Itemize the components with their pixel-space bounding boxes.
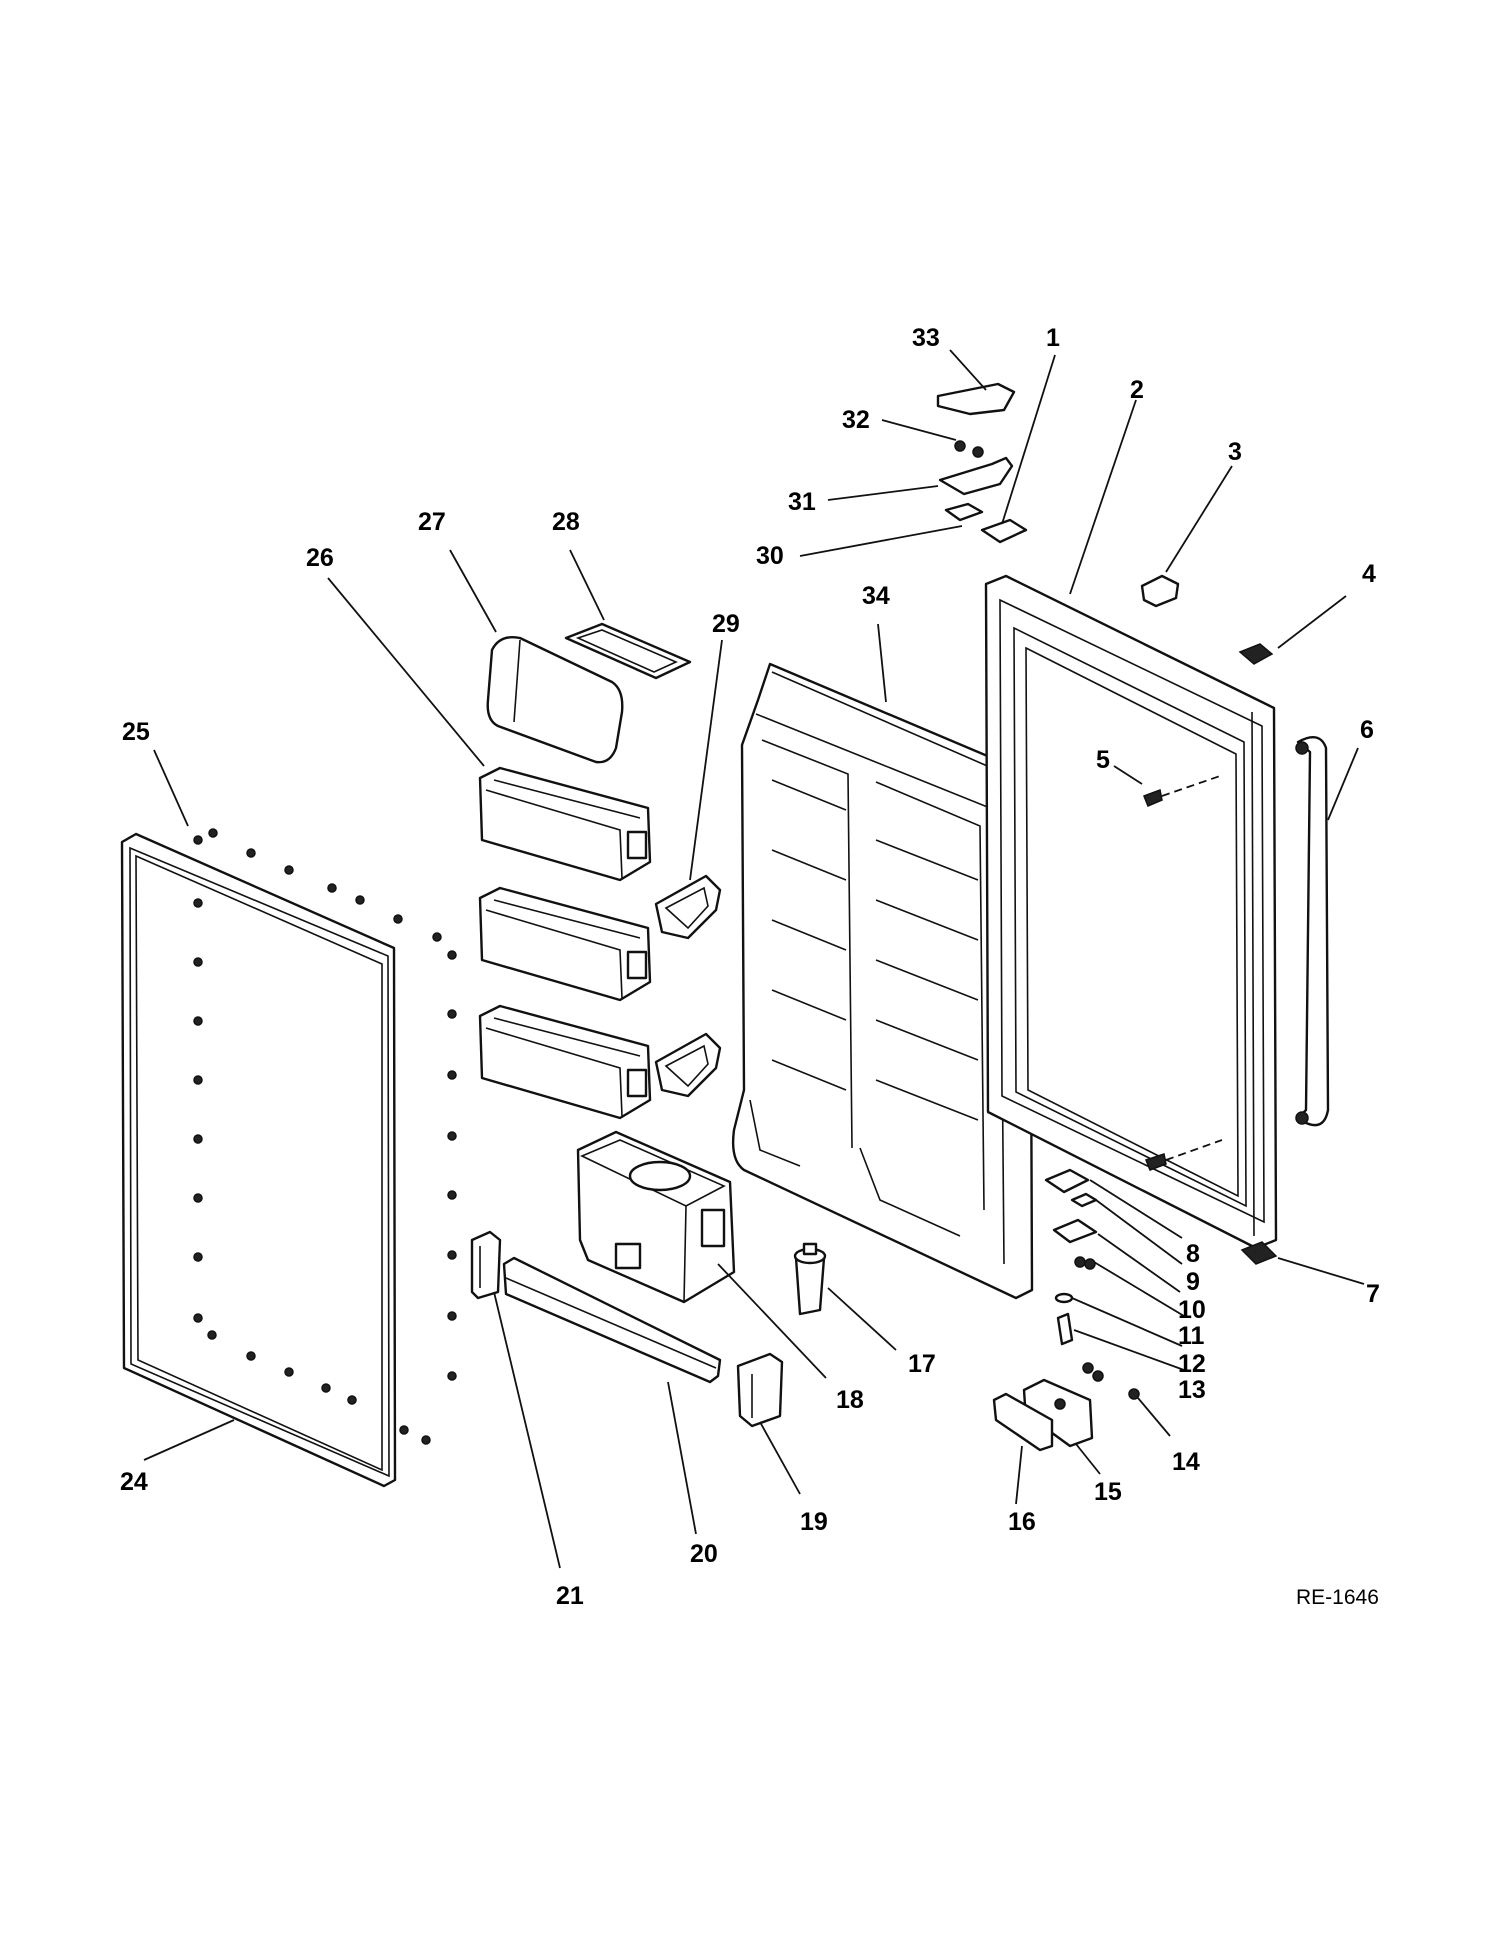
part-2-outer-door — [984, 574, 1278, 1250]
part-17-water-filter — [793, 1242, 827, 1316]
callout-32: 32 — [842, 406, 870, 434]
callout-28: 28 — [552, 508, 580, 536]
callout-19: 19 — [800, 1508, 828, 1536]
callout-4: 4 — [1362, 560, 1376, 588]
callout-30: 30 — [756, 542, 784, 570]
callout-27: 27 — [418, 508, 446, 536]
callout-16: 16 — [1008, 1508, 1036, 1536]
part-14-screw — [1082, 1362, 1140, 1400]
part-21-trim-end-left — [470, 1230, 502, 1300]
callout-8: 8 — [1186, 1240, 1200, 1268]
part-24-door-gasket — [120, 832, 397, 1488]
part-4-hinge-cover — [1238, 643, 1274, 665]
part-19-trim-end-right — [736, 1352, 784, 1428]
part-16-hinge-shim — [992, 1392, 1054, 1452]
callout-2: 2 — [1130, 376, 1144, 404]
callout-17: 17 — [908, 1350, 936, 1378]
callout-29: 29 — [712, 610, 740, 638]
part-6-handle — [1295, 736, 1330, 1127]
callout-34: 34 — [862, 582, 890, 610]
callout-20: 20 — [690, 1540, 718, 1568]
callout-9: 9 — [1186, 1268, 1200, 1296]
part-18-water-dispenser — [576, 1130, 736, 1304]
part-27-dairy-cover — [486, 636, 624, 764]
callout-33: 33 — [912, 324, 940, 352]
callout-15: 15 — [1094, 1478, 1122, 1506]
callout-24: 24 — [120, 1468, 148, 1496]
part-25-screws — [193, 828, 457, 1445]
callout-7: 7 — [1366, 1280, 1380, 1308]
part-3-label — [1140, 574, 1180, 608]
callout-18: 18 — [836, 1386, 864, 1414]
callout-5: 5 — [1096, 746, 1110, 774]
part-26-door-bins — [478, 766, 652, 1120]
reference-code: RE-1646 — [1296, 1586, 1379, 1609]
callout-21: 21 — [556, 1582, 584, 1610]
part-top-hinge-stack — [936, 382, 1028, 544]
callout-3: 3 — [1228, 438, 1242, 466]
leader-lines — [143, 349, 1365, 1569]
callout-12: 12 — [1178, 1350, 1206, 1378]
callout-10: 10 — [1178, 1296, 1206, 1324]
callout-labels: 33 1 2 32 3 31 27 28 30 26 4 34 29 25 6 … — [120, 324, 1380, 1610]
part-7-bottom-hinge-cover — [1240, 1241, 1278, 1265]
callout-6: 6 — [1360, 716, 1374, 744]
callout-31: 31 — [788, 488, 816, 516]
callout-25: 25 — [122, 718, 150, 746]
part-5-screws — [1143, 775, 1223, 1171]
callout-13: 13 — [1178, 1376, 1206, 1404]
part-20-door-trim — [502, 1256, 722, 1384]
part-8-13-hinge-hardware — [1044, 1168, 1098, 1346]
callout-1: 1 — [1046, 324, 1060, 352]
part-28-dairy-lid — [564, 622, 692, 680]
callout-26: 26 — [306, 544, 334, 572]
part-29-bin-end-caps — [654, 874, 722, 1098]
callout-14: 14 — [1172, 1448, 1200, 1476]
callout-11: 11 — [1178, 1322, 1205, 1350]
